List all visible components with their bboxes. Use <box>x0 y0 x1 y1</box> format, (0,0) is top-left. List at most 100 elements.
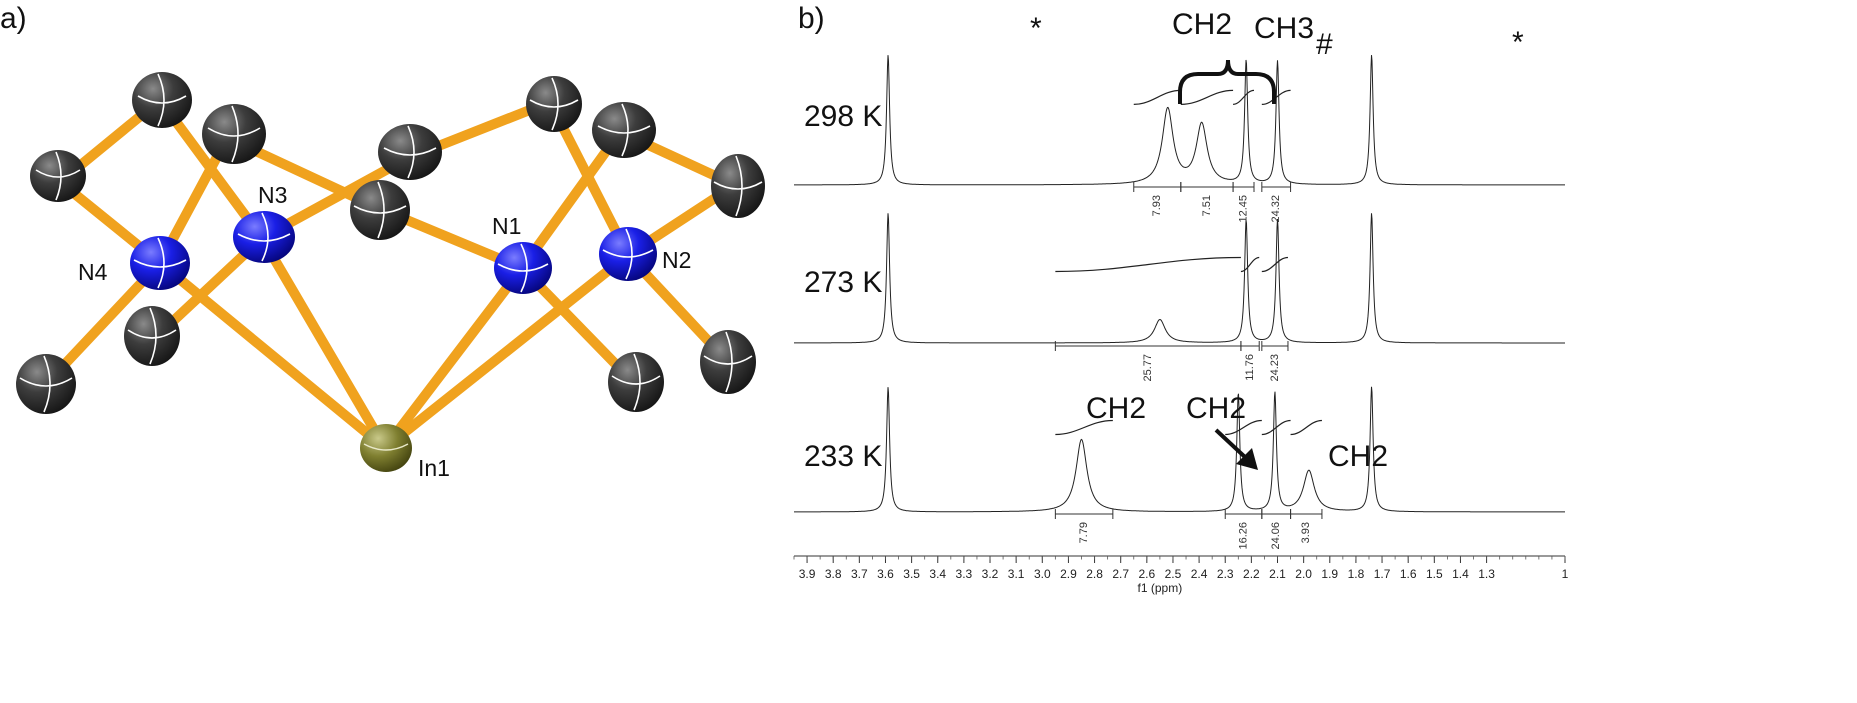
carbon-atom <box>132 72 192 128</box>
x-tick-label: 1.9 <box>1321 567 1338 581</box>
nitrogen-atom-n2 <box>599 227 657 281</box>
atom-label-n1: N1 <box>492 213 521 239</box>
integral-curve <box>1055 419 1113 436</box>
carbon-atoms <box>16 72 765 414</box>
temperature-labels: 298 K 273 K 233 K <box>804 100 882 473</box>
annotation-star-left: * <box>1030 12 1042 45</box>
integral-region: 24.06 <box>1261 419 1292 550</box>
integral-value: 11.76 <box>1244 354 1256 381</box>
x-tick-label: 1.5 <box>1426 567 1443 581</box>
annotation-ch2-top: CH2 <box>1172 8 1232 41</box>
x-tick-label: 2.0 <box>1295 567 1312 581</box>
bond <box>380 250 633 453</box>
spectrum-0 <box>794 55 1565 186</box>
atom-label-n3: N3 <box>258 182 287 208</box>
x-tick-label: 1.4 <box>1452 567 1469 581</box>
nitrogen-atom-n4 <box>130 236 190 290</box>
x-tick-label: 2.8 <box>1086 567 1103 581</box>
atom-label-n4: N4 <box>78 259 108 285</box>
bond <box>155 258 390 453</box>
x-tick-label: 2.7 <box>1112 567 1129 581</box>
x-tick-label: 3.2 <box>982 567 999 581</box>
integral-curve <box>1261 256 1289 273</box>
atom-label-in1: In1 <box>418 455 450 481</box>
carbon-atom <box>526 76 582 132</box>
nitrogen-atoms <box>130 211 657 294</box>
x-tick-label: 3.9 <box>799 567 816 581</box>
integral-value: 24.23 <box>1269 354 1281 382</box>
nmr-spectra <box>794 55 1565 513</box>
annotation-ch2-233-left: CH2 <box>1086 392 1146 425</box>
temp-label-273: 273 K <box>804 266 882 299</box>
nitrogen-atom-n3 <box>233 211 295 263</box>
integral-curve <box>1240 256 1260 273</box>
annotation-ch2-233-right: CH2 <box>1328 440 1388 473</box>
integral-region: 24.23 <box>1261 256 1289 382</box>
annotations: CH2 CH3 # * * CH2 CH2 CH2 <box>1030 8 1524 473</box>
x-tick-label: 3.1 <box>1008 567 1025 581</box>
panel-a-label: a) <box>0 2 27 35</box>
integral-region: 16.26 <box>1224 419 1263 550</box>
integral-curve <box>1261 419 1291 436</box>
x-tick-label: 1.6 <box>1400 567 1417 581</box>
carbon-atom <box>30 150 86 202</box>
integral-value: 7.93 <box>1151 195 1163 216</box>
integral-region: 7.93 <box>1133 89 1182 216</box>
carbon-atom <box>16 354 76 414</box>
integral-curve <box>1261 89 1291 105</box>
integral-value: 3.93 <box>1300 522 1312 543</box>
carbon-atom <box>592 102 656 158</box>
integral-value: 7.51 <box>1201 195 1213 216</box>
x-tick-label: 2.3 <box>1217 567 1234 581</box>
spectrum-1 <box>794 213 1565 344</box>
x-tick-label: 2.2 <box>1243 567 1260 581</box>
carbon-atom <box>202 104 266 164</box>
annotation-hash: # <box>1316 28 1333 61</box>
carbon-atom <box>608 352 664 412</box>
integral-value: 12.45 <box>1237 195 1249 223</box>
indium-atom <box>360 424 412 472</box>
integral-value: 7.79 <box>1078 522 1090 543</box>
integral-curve <box>1180 89 1234 105</box>
carbon-atom <box>700 330 756 394</box>
x-axis-label: f1 (ppm) <box>1138 581 1183 595</box>
x-tick-label: 3.5 <box>903 567 920 581</box>
integral-region: 7.79 <box>1054 419 1114 543</box>
x-tick-label: 2.6 <box>1138 567 1155 581</box>
temp-label-233: 233 K <box>804 440 882 473</box>
integral-region: 24.32 <box>1261 89 1292 223</box>
integral-curve <box>1133 89 1181 105</box>
x-tick-label: 3.7 <box>851 567 868 581</box>
x-tick-label: 3.0 <box>1034 567 1051 581</box>
integral-curve <box>1225 419 1262 436</box>
x-tick-label: 2.1 <box>1269 567 1286 581</box>
annotation-ch3-top: CH3 <box>1254 12 1314 45</box>
integral-region: 3.93 <box>1290 419 1323 543</box>
integral-region: 7.51 <box>1180 89 1234 216</box>
carbon-atom <box>378 124 442 180</box>
integral-value: 24.32 <box>1270 195 1282 223</box>
integral-value: 24.06 <box>1270 522 1282 550</box>
nitrogen-atom-n1 <box>494 242 552 294</box>
carbon-atom <box>124 306 180 366</box>
x-tick-label: 1.8 <box>1348 567 1365 581</box>
annotation-star-right: * <box>1512 26 1524 59</box>
bond <box>257 233 390 453</box>
bond <box>380 263 527 453</box>
carbon-atom <box>350 180 410 240</box>
x-tick-label: 2.5 <box>1165 567 1182 581</box>
x-tick-label: 1.7 <box>1374 567 1391 581</box>
panel-a: a) <box>0 2 765 481</box>
x-tick-label: 3.8 <box>825 567 842 581</box>
integral-value: 16.26 <box>1237 522 1249 550</box>
x-tick-label: 2.4 <box>1191 567 1208 581</box>
carbon-atom <box>711 154 765 218</box>
integral-region: 12.45 <box>1232 89 1255 223</box>
annotation-ch2-233-mid: CH2 <box>1186 392 1246 425</box>
x-tick-label: 3.3 <box>956 567 973 581</box>
temp-label-298: 298 K <box>804 100 882 133</box>
atom-label-n2: N2 <box>662 247 691 273</box>
